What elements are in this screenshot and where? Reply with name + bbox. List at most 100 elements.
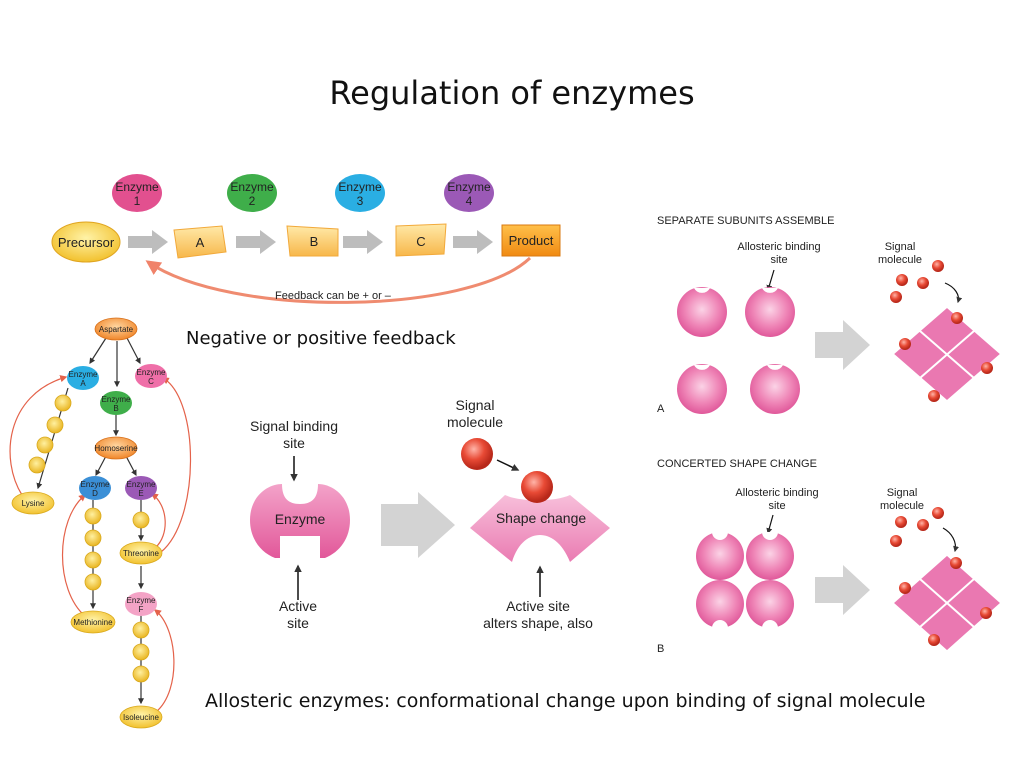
isoleucine-intermediates: [132, 621, 150, 683]
feedback-threonine-c: [160, 377, 192, 553]
shape-change-diagram: Signal binding site Enzyme Active site S…: [250, 397, 610, 631]
node-a: [173, 225, 227, 259]
panel-b-binding-arrow: [766, 514, 774, 535]
panel-b-signal-line2: molecule: [880, 500, 924, 512]
panel-b-heading: CONCERTED SHAPE CHANGE: [657, 458, 817, 470]
shape-change-enzyme: [470, 495, 610, 562]
enzyme-2-line2: 2: [249, 194, 256, 208]
node-b-label: B: [310, 234, 319, 249]
enzyme-shape: [250, 484, 350, 558]
signal-binding-site-line2: site: [283, 435, 305, 451]
panel-a-heading: SEPARATE SUBUNITS ASSEMBLE: [657, 215, 834, 227]
panel-b-binding-line1: Allosteric binding: [735, 487, 818, 499]
enzyme-3: Enzyme 3: [335, 174, 385, 212]
enzyme-e-node: [125, 476, 157, 500]
active-site-alters-line2: alters shape, also: [483, 615, 593, 631]
enzyme-label: Enzyme: [275, 511, 326, 527]
isoleucine-node: [119, 705, 163, 729]
enzyme-4: Enzyme 4: [444, 174, 494, 212]
signal-molecule-line2: molecule: [447, 414, 503, 430]
panel-a-letter: A: [657, 403, 665, 415]
amino-acid-pathway: Aspartate Enzyme A Enzyme B Enzyme C Hom…: [9, 317, 192, 729]
enzyme-4-line2: 4: [466, 194, 473, 208]
panel-b: CONCERTED SHAPE CHANGE Allosteric bindin…: [657, 458, 1003, 655]
enzyme-2-line1: Enzyme: [230, 180, 274, 194]
arrow-asp-a: [89, 337, 107, 365]
enzyme-1-line2: 1: [134, 194, 141, 208]
enzyme-1: Enzyme 1: [112, 174, 162, 212]
allosteric-caption: Allosteric enzymes: conformational chang…: [205, 690, 926, 712]
enzyme-e-line1: Enzyme: [127, 480, 156, 489]
feedback-lysine: [9, 375, 68, 496]
signal-molecule-arrow: [496, 459, 520, 471]
panel-b-signal-line1: Signal: [887, 487, 918, 499]
lysine-node: [11, 491, 55, 515]
panel-b-complex: [891, 553, 1003, 653]
threonine-node: [119, 541, 163, 565]
methionine-node: [70, 610, 116, 634]
isoleucine-label: Isoleucine: [123, 713, 160, 722]
panel-a-signal-line2: molecule: [878, 254, 922, 266]
node-c-label: C: [416, 234, 425, 249]
enzyme-1-line1: Enzyme: [115, 180, 159, 194]
enzyme-4-line1: Enzyme: [447, 180, 491, 194]
precursor-node: [51, 221, 121, 263]
flow-arrow-1: [128, 230, 168, 254]
aspartate-node: [94, 317, 138, 341]
signal-molecule-bound: [521, 471, 553, 503]
transition-arrow: [381, 492, 455, 558]
active-site-alters-line1: Active site: [506, 598, 570, 614]
enzyme-3-line2: 3: [357, 194, 364, 208]
arrow-hom-d: [95, 455, 107, 477]
arrow-asp-c: [126, 337, 141, 365]
enzyme-f-line2: F: [139, 605, 144, 614]
feedback-note: Feedback can be + or –: [275, 290, 392, 302]
slide-title: Regulation of enzymes: [329, 74, 695, 112]
panel-a-signal-line1: Signal: [885, 241, 916, 253]
enzyme-d-node: [79, 476, 111, 500]
signal-binding-site-line1: Signal binding: [250, 418, 338, 434]
feedback-threonine-e: [150, 493, 166, 549]
feedback-isoleucine: [153, 609, 175, 713]
panel-a-binding-line1: Allosteric binding: [737, 241, 820, 253]
enzyme-c-line1: Enzyme: [137, 368, 166, 377]
enzyme-b-line2: B: [113, 404, 118, 413]
enzyme-c-node: [135, 364, 167, 388]
arrow-hom-e: [125, 455, 137, 477]
enzyme-d-line1: Enzyme: [81, 480, 110, 489]
panel-b-signal-molecules: [890, 507, 944, 547]
node-c: [395, 223, 447, 257]
homoserine-node: [94, 436, 138, 460]
homoserine-label: Homoserine: [94, 444, 138, 453]
signal-molecule-line1: Signal: [456, 397, 495, 413]
node-a-label: A: [196, 235, 205, 250]
panel-a-signal-molecules: [890, 260, 944, 303]
panel-b-arrow: [815, 565, 870, 615]
threonine-label: Threonine: [123, 549, 160, 558]
enzyme-d-line2: D: [92, 489, 98, 498]
enzyme-a-line2: A: [80, 379, 86, 388]
lysine-intermediates: [28, 394, 72, 474]
enzyme-e-line2: E: [138, 489, 143, 498]
lysine-label: Lysine: [22, 499, 45, 508]
methionine-intermediates: [84, 507, 102, 591]
feedback-arrow: [145, 256, 532, 304]
flow-arrow-4: [453, 230, 493, 254]
panel-a-assembled-complex: [891, 306, 1003, 402]
panel-b-subunits: [696, 532, 794, 628]
enzyme-b-line1: Enzyme: [102, 395, 131, 404]
panel-a-signal-arrow: [944, 282, 963, 304]
signal-molecule-free: [461, 438, 493, 470]
product-node: [501, 224, 561, 257]
panel-b-binding-line2: site: [768, 500, 785, 512]
enzyme-3-line1: Enzyme: [338, 180, 382, 194]
panel-a-binding-arrow: [766, 269, 775, 292]
feedback-caption: Negative or positive feedback: [186, 328, 456, 349]
enzyme-a-line1: Enzyme: [69, 370, 98, 379]
enzyme-f-line1: Enzyme: [127, 596, 156, 605]
aspartate-label: Aspartate: [99, 325, 134, 334]
active-site-line2: site: [287, 615, 309, 631]
panel-a-subunits: [677, 287, 800, 414]
